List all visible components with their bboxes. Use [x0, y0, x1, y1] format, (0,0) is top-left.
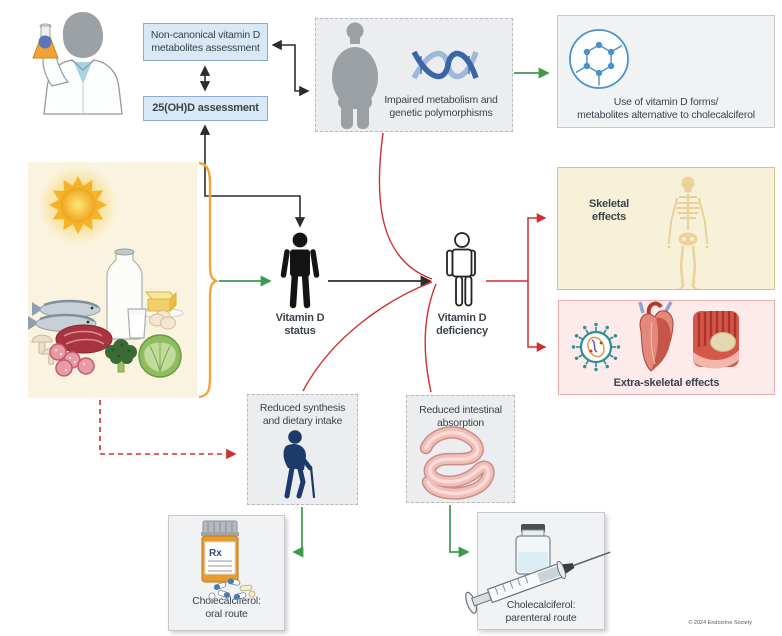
alternative-forms-label: Use of vitamin D forms/ metabolites alte…	[577, 96, 755, 121]
ohd-assessment-label: 25(OH)D assessment	[152, 101, 259, 114]
non-canonical-assessment-label: Non-canonical vitamin D metabolites asse…	[150, 29, 261, 54]
ohd-assessment-box: 25(OH)D assessment	[143, 96, 268, 121]
cholecalciferol-oral-label: Cholecalciferol: oral route	[192, 595, 261, 620]
vitamin-d-sources-box	[28, 162, 197, 398]
arrow-status-to-assessment	[199, 124, 306, 228]
vitamin-d-deficiency-label: Vitamin D deficiency	[436, 312, 488, 338]
cholecalciferol-parenteral-box: Cholecalciferol: parenteral route	[477, 512, 605, 630]
extra-skeletal-effects-label: Extra-skeletal effects	[613, 377, 720, 389]
reduced-synthesis-box: Reduced synthesis and dietary intake	[247, 394, 358, 505]
cholecalciferol-oral-box: Cholecalciferol: oral route	[168, 515, 285, 631]
arrow-synthesis-to-oral	[292, 507, 304, 558]
person-filled-icon	[280, 232, 320, 309]
curve-impaired-to-deficiency	[378, 132, 433, 280]
arrow-to-extra-skeletal	[527, 281, 547, 352]
reduced-absorption-label: Reduced intestinal absorption	[419, 404, 502, 429]
reduced-synthesis-label: Reduced synthesis and dietary intake	[259, 402, 346, 427]
cholecalciferol-parenteral-label: Cholecalciferol: parenteral route	[505, 599, 577, 624]
person-outline-icon	[446, 232, 476, 307]
non-canonical-assessment-box: Non-canonical vitamin D metabolites asse…	[143, 23, 268, 61]
arrow-absorption-to-parenteral	[449, 505, 470, 558]
alternative-forms-box: Use of vitamin D forms/ metabolites alte…	[557, 15, 775, 128]
skeletal-effects-box: Skeletal effects	[557, 167, 775, 290]
vitamin-d-status-label: Vitamin D status	[275, 312, 325, 338]
impaired-metabolism-label: Impaired metabolism and genetic polymorp…	[384, 94, 498, 119]
reduced-absorption-box: Reduced intestinal absorption	[406, 395, 515, 503]
arrow-noncanonical-impaired	[271, 39, 310, 97]
skeletal-effects-label: Skeletal effects	[589, 198, 629, 224]
orange-brace	[198, 161, 220, 399]
arrow-to-skeletal	[527, 213, 547, 281]
extra-skeletal-effects-box: Extra-skeletal effects	[558, 300, 775, 395]
scientist-with-flask-icon	[32, 12, 123, 115]
copyright-notice: © 2024 Endocrine Society	[688, 620, 752, 626]
impaired-metabolism-box: Impaired metabolism and genetic polymorp…	[315, 18, 513, 132]
arrow-sources-to-synthesis-dashed	[99, 400, 237, 460]
